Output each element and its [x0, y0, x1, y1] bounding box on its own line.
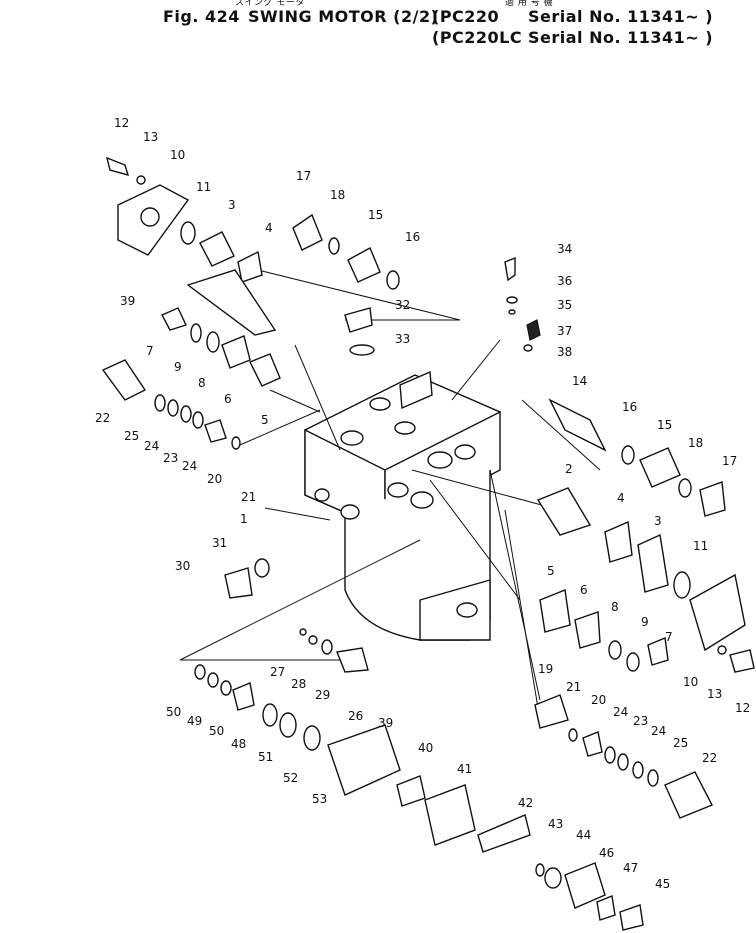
serial-line-2: Serial No. 11341~ ) [528, 28, 714, 47]
callout-33: 33 [395, 332, 410, 346]
callout-50b: 50 [209, 724, 224, 738]
callout-labels: 12 13 10 11 3 4 17 18 15 16 34 36 35 37 … [95, 116, 750, 891]
callout-28: 28 [291, 677, 306, 691]
figure-title: SWING MOTOR (2/2) [248, 7, 439, 26]
callout-32: 32 [395, 298, 410, 312]
callout-43: 43 [548, 817, 563, 831]
callout-18: 18 [330, 188, 345, 202]
callout-8: 8 [198, 376, 206, 390]
callout-13b: 13 [707, 687, 722, 701]
callout-25b: 25 [673, 736, 688, 750]
japanese-applicability: 適 用 号 機 [505, 0, 554, 8]
callout-39-upper: 39 [120, 294, 135, 308]
callout-5: 5 [261, 413, 269, 427]
callout-12b: 12 [735, 701, 750, 715]
callout-42: 42 [518, 796, 533, 810]
callout-35: 35 [557, 298, 572, 312]
callout-6: 6 [224, 392, 232, 406]
callout-23: 23 [163, 451, 178, 465]
callout-36: 36 [557, 274, 572, 288]
leader-lines [179, 269, 601, 721]
parts-upper-left [101, 156, 400, 450]
callout-34: 34 [557, 242, 572, 256]
callout-17: 17 [296, 169, 311, 183]
callout-38: 38 [557, 345, 572, 359]
callout-24d: 24 [651, 724, 666, 738]
callout-37: 37 [557, 324, 572, 338]
callout-13: 13 [143, 130, 158, 144]
callout-7: 7 [146, 344, 154, 358]
callout-11b: 11 [693, 539, 708, 553]
callout-48: 48 [231, 737, 246, 751]
callout-39-lower: 39 [378, 716, 393, 730]
callout-30: 30 [175, 559, 190, 573]
motor-housing [304, 370, 501, 641]
callout-18b: 18 [688, 436, 703, 450]
callout-2: 2 [565, 462, 573, 476]
callout-52: 52 [283, 771, 298, 785]
callout-3b: 3 [654, 514, 662, 528]
callout-24: 24 [144, 439, 159, 453]
callout-1: 1 [240, 512, 248, 526]
callout-45: 45 [655, 877, 670, 891]
callout-20: 20 [207, 472, 222, 486]
callout-25: 25 [124, 429, 139, 443]
model-line-1: (PC220 [432, 7, 500, 26]
figure-header: スイング モータ 適 用 号 機 Fig. 424 SWING MOTOR (2… [0, 0, 756, 50]
model-line-2: (PC220LC [432, 28, 523, 47]
callout-24b: 24 [182, 459, 197, 473]
serial-line-1: Serial No. 11341~ ) [528, 7, 714, 26]
callout-31: 31 [212, 536, 227, 550]
callout-50: 50 [166, 705, 181, 719]
callout-8b: 8 [611, 600, 619, 614]
callout-53: 53 [312, 792, 327, 806]
callout-5b: 5 [547, 564, 555, 578]
callout-16b: 16 [622, 400, 637, 414]
callout-4: 4 [265, 221, 273, 235]
callout-4b: 4 [617, 491, 625, 505]
callout-15b: 15 [657, 418, 672, 432]
callout-22: 22 [95, 411, 110, 425]
callout-9b: 9 [641, 615, 649, 629]
callout-41: 41 [457, 762, 472, 776]
callout-23b: 23 [633, 714, 648, 728]
callout-7b: 7 [665, 630, 673, 644]
callout-51: 51 [258, 750, 273, 764]
callout-21b: 21 [566, 680, 581, 694]
callout-10: 10 [170, 148, 185, 162]
callout-9: 9 [174, 360, 182, 374]
figure-number: Fig. 424 [163, 7, 240, 26]
callout-14: 14 [572, 374, 587, 388]
parts-upper-right [344, 256, 755, 673]
callout-10b: 10 [683, 675, 698, 689]
parts-lower [194, 558, 713, 931]
callout-3: 3 [228, 198, 236, 212]
callout-20b: 20 [591, 693, 606, 707]
callout-17b: 17 [722, 454, 737, 468]
callout-11: 11 [196, 180, 211, 194]
callout-26: 26 [348, 709, 363, 723]
callout-12: 12 [114, 116, 129, 130]
callout-40: 40 [418, 741, 433, 755]
callout-44: 44 [576, 828, 591, 842]
callout-15: 15 [368, 208, 383, 222]
callout-27: 27 [270, 665, 285, 679]
callout-47: 47 [623, 861, 638, 875]
callout-16: 16 [405, 230, 420, 244]
callout-22b: 22 [702, 751, 717, 765]
callout-49: 49 [187, 714, 202, 728]
japanese-title: スイング モータ [235, 0, 305, 8]
callout-29: 29 [315, 688, 330, 702]
callout-21: 21 [241, 490, 256, 504]
callout-24c: 24 [613, 705, 628, 719]
callout-46: 46 [599, 846, 614, 860]
callout-19: 19 [538, 662, 553, 676]
callout-6b: 6 [580, 583, 588, 597]
